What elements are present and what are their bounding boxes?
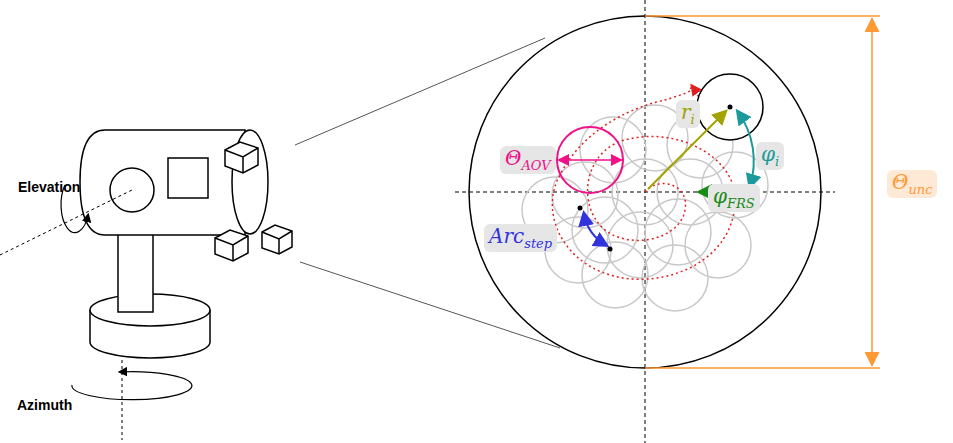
dimension-label: Θunc bbox=[887, 170, 937, 198]
subscript: FRS bbox=[727, 196, 755, 211]
subscript: i bbox=[691, 112, 695, 127]
subscript: i bbox=[775, 154, 779, 169]
symbol: φ bbox=[761, 142, 775, 166]
axis-label: Elevation bbox=[18, 180, 80, 195]
turret-drawing bbox=[0, 130, 292, 440]
axis-label: Azimuth bbox=[17, 398, 72, 413]
angle-label: φFRS bbox=[708, 184, 760, 212]
radius-label: ri bbox=[676, 100, 700, 128]
subscript: step bbox=[524, 236, 552, 251]
subscript: unc bbox=[908, 182, 932, 197]
symbol: Arc bbox=[489, 224, 524, 248]
symbol: Θ bbox=[892, 170, 908, 194]
angle-label: ΘAOV bbox=[500, 146, 556, 174]
angle-label: φi bbox=[756, 142, 784, 170]
symbol: r bbox=[681, 100, 691, 124]
subscript: AOV bbox=[521, 158, 550, 173]
arc-label: Arcstep bbox=[484, 224, 557, 252]
symbol: Θ bbox=[505, 146, 521, 170]
symbol: φ bbox=[713, 184, 727, 208]
